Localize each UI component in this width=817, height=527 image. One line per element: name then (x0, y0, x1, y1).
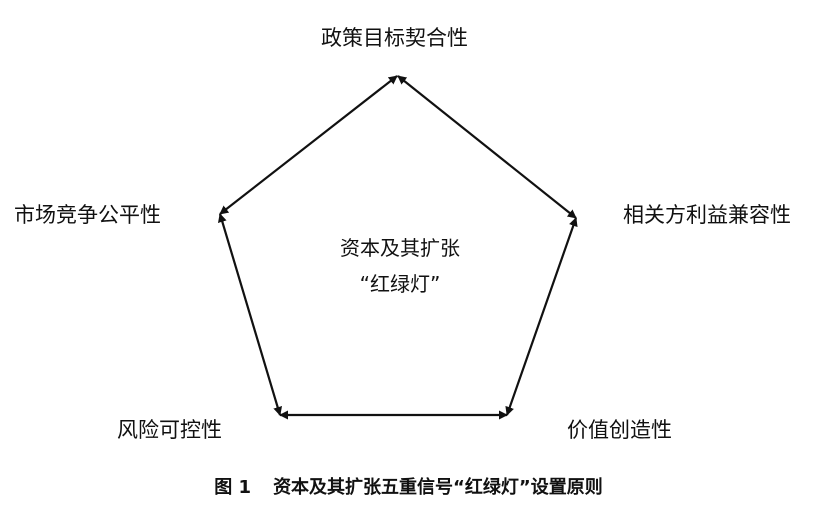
node-value-creation: 价值创造性 (567, 418, 672, 442)
edge-top-to-right (397, 75, 577, 219)
center-label-line2: “红绿灯” (359, 272, 441, 296)
node-risk-controllability: 风险可控性 (117, 418, 222, 442)
node-stakeholder-compatibility: 相关方利益兼容性 (623, 203, 791, 227)
figure-title: 资本及其扩张五重信号“红绿灯”设置原则 (273, 477, 603, 498)
node-policy-goal-fit: 政策目标契合性 (321, 26, 468, 50)
edge-right-to-bottom-right (505, 217, 578, 416)
figure-number: 图 1 (214, 477, 252, 498)
edge-top-to-left (219, 75, 398, 215)
node-market-fairness: 市场竞争公平性 (14, 203, 161, 227)
figure-caption: 图 1 资本及其扩张五重信号“红绿灯”设置原则 (0, 476, 817, 500)
pentagon-edges (218, 75, 578, 420)
edge-bottom-left-to-left (218, 213, 282, 416)
center-label-line1: 资本及其扩张 (340, 236, 460, 260)
